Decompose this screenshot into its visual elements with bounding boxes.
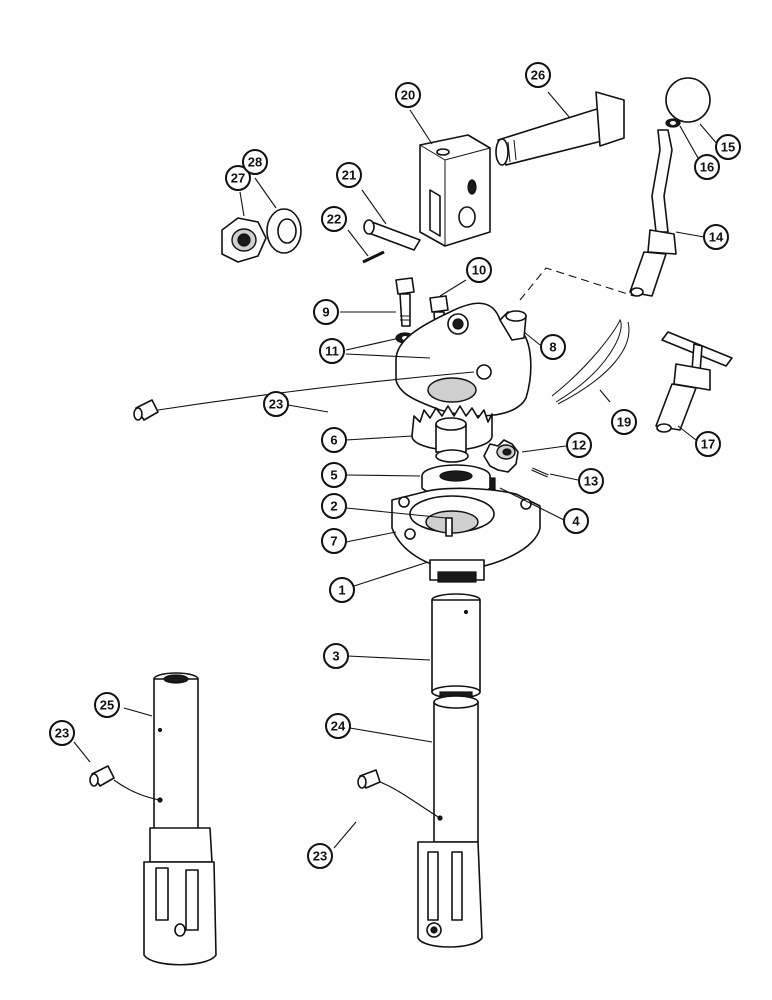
- callout-7: 7: [321, 528, 347, 554]
- svg-text:2: 2: [330, 499, 337, 514]
- grease-nipple-b: [89, 765, 115, 787]
- part-23-grease-nipples: [89, 399, 381, 789]
- svg-text:17: 17: [701, 437, 715, 452]
- svg-text:22: 22: [327, 212, 341, 227]
- callout-3: 3: [323, 643, 349, 669]
- part-2-shaft-pin: [445, 517, 453, 537]
- callout-28: 28: [242, 149, 268, 175]
- svg-text:23: 23: [269, 397, 283, 412]
- part-19-spring-clip: [551, 318, 630, 405]
- callout-21: 21: [336, 162, 362, 188]
- svg-text:4: 4: [572, 514, 580, 529]
- part-21-clevis-pin: [363, 219, 421, 251]
- part-14-bent-lever: [629, 129, 677, 297]
- callout-24: 24: [325, 713, 351, 739]
- part-15-ball-knob: [665, 77, 711, 123]
- callout-23-bottom: 23: [307, 843, 333, 869]
- callout-25: 25: [94, 692, 120, 718]
- svg-text:14: 14: [709, 230, 724, 245]
- svg-text:23: 23: [55, 726, 69, 741]
- callout-14: 14: [703, 224, 729, 250]
- part-9-bolt: [395, 277, 415, 327]
- callout-16: 16: [694, 154, 720, 180]
- part-3-upper-tube: [431, 593, 481, 699]
- part-8-housing-cover: [395, 302, 532, 417]
- svg-text:5: 5: [330, 468, 337, 483]
- svg-text:25: 25: [100, 698, 114, 713]
- callout-1: 1: [329, 577, 355, 603]
- svg-text:15: 15: [721, 140, 735, 155]
- part-24-lower-rod: [417, 691, 483, 948]
- callout-15: 15: [715, 134, 741, 160]
- callout-17: 17: [695, 431, 721, 457]
- svg-text:9: 9: [322, 305, 329, 320]
- part-26-stud: [495, 91, 625, 166]
- svg-text:20: 20: [401, 88, 415, 103]
- leader-lines: [73, 91, 719, 849]
- callout-4: 4: [563, 508, 589, 534]
- callout-11: 11: [319, 338, 345, 364]
- svg-text:13: 13: [584, 474, 598, 489]
- callout-27: 27: [225, 165, 251, 191]
- svg-text:7: 7: [330, 534, 337, 549]
- callout-23-left: 23: [49, 720, 75, 746]
- svg-text:19: 19: [617, 415, 631, 430]
- svg-text:21: 21: [342, 168, 356, 183]
- callout-12: 12: [566, 432, 592, 458]
- svg-text:12: 12: [572, 438, 586, 453]
- part-17-t-handle: [655, 331, 733, 433]
- callout-13: 13: [578, 468, 604, 494]
- svg-text:11: 11: [325, 344, 339, 359]
- callout-20: 20: [395, 82, 421, 108]
- callout-8: 8: [540, 334, 566, 360]
- grease-nipple-c: [357, 769, 381, 789]
- svg-text:16: 16: [700, 160, 714, 175]
- svg-text:10: 10: [472, 263, 486, 278]
- callout-6: 6: [321, 427, 347, 453]
- callout-23-top: 23: [263, 391, 289, 417]
- svg-text:8: 8: [549, 340, 556, 355]
- svg-text:28: 28: [248, 155, 262, 170]
- callout-26: 26: [525, 62, 551, 88]
- svg-text:24: 24: [331, 719, 346, 734]
- callout-19: 19: [611, 409, 637, 435]
- svg-text:23: 23: [313, 849, 327, 864]
- part-6-large-gear: [411, 405, 493, 463]
- part-27-lock-nut: [221, 217, 267, 263]
- callout-9: 9: [313, 299, 339, 325]
- part-16-ring: [665, 118, 681, 128]
- grease-nipple-a: [133, 399, 159, 421]
- callout-2: 2: [321, 493, 347, 519]
- part-22-pin: [362, 250, 385, 264]
- part-7-gear-housing: [391, 487, 541, 583]
- svg-text:6: 6: [330, 433, 337, 448]
- svg-text:27: 27: [231, 171, 245, 186]
- part-20-clevis-block: [419, 134, 491, 247]
- callout-10: 10: [466, 257, 492, 283]
- callout-5: 5: [321, 462, 347, 488]
- svg-text:3: 3: [332, 649, 339, 664]
- part-25-alt-rod: [143, 672, 217, 966]
- svg-text:26: 26: [531, 68, 545, 83]
- part-13-roll-pin: [531, 467, 549, 478]
- part-12-pinion: [483, 439, 519, 473]
- svg-text:1: 1: [338, 583, 345, 598]
- callout-22: 22: [321, 206, 347, 232]
- part-28-washer: [266, 208, 302, 254]
